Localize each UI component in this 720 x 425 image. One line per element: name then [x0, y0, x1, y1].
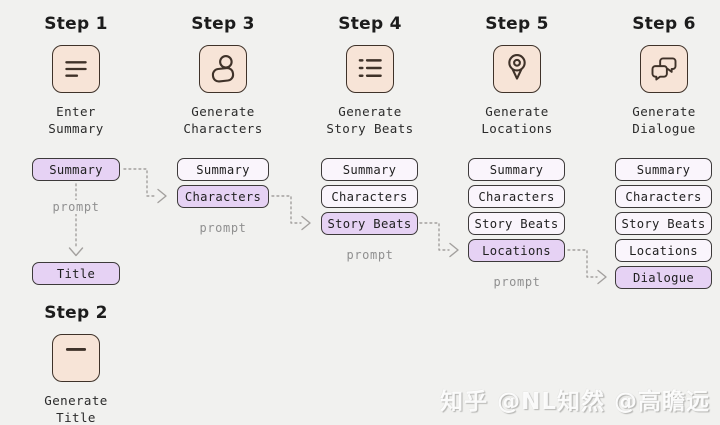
step-title: Step 6 [632, 14, 696, 34]
arrow-head-right-1 [157, 188, 167, 204]
bulleted-list-icon [346, 45, 394, 93]
flow-box-story-beats: Story Beats [468, 212, 565, 235]
arrow-head-right-3 [449, 242, 459, 258]
step-caption: Generate Title [44, 393, 108, 425]
step-title: Step 1 [44, 14, 108, 34]
arrow-characters-to-storybeats [271, 195, 302, 224]
flow-box-locations: Locations [468, 239, 565, 262]
flow-box-characters: Characters [468, 185, 565, 208]
step-2-block: Step 2 Generate Title [11, 301, 141, 425]
step-1-block: Step 1 Enter Summary [11, 12, 141, 137]
step-caption: Generate Locations [481, 104, 553, 136]
zhihu-watermark: 知乎 @NL知然 @高瞻远 [440, 389, 710, 415]
step-6-block: Step 6 Generate Dialogue [599, 12, 720, 137]
prompt-label: prompt [183, 221, 263, 235]
location-pin-icon [493, 45, 541, 93]
flow-box-story-beats: Story Beats [615, 212, 712, 235]
arrow-summary-to-characters [123, 168, 158, 197]
flow-box-locations: Locations [615, 239, 712, 262]
step-title: Step 5 [485, 14, 549, 34]
step-title: Step 2 [44, 303, 108, 323]
arrow-storybeats-to-locations [419, 222, 450, 251]
arrow-locations-to-dialogue [567, 249, 598, 278]
flow-box-summary: Summary [177, 158, 269, 181]
prompt-label: prompt [330, 248, 410, 262]
arrow-head-down-1 [68, 247, 84, 257]
flow-box-summary: Summary [615, 158, 712, 181]
document-text-icon [52, 45, 100, 93]
flow-box-title: Title [32, 262, 120, 285]
flow-box-summary: Summary [468, 158, 565, 181]
step-3-block: Step 3 Generate Characters [158, 12, 288, 137]
step-title: Step 3 [191, 14, 255, 34]
step-caption: Generate Characters [183, 104, 263, 136]
prompt-label: prompt [36, 200, 116, 214]
arrow-head-right-4 [597, 269, 607, 285]
step-title: Step 4 [338, 14, 402, 34]
flow-box-summary: Summary [32, 158, 120, 181]
flow-box-dialogue: Dialogue [615, 266, 712, 289]
step-5-block: Step 5 Generate Locations [452, 12, 582, 137]
step-caption: Generate Dialogue [632, 104, 696, 136]
prompt-label: prompt [477, 275, 557, 289]
arrow-head-right-2 [301, 215, 311, 231]
step-caption: Enter Summary [48, 104, 104, 136]
person-icon [199, 45, 247, 93]
flow-box-summary: Summary [321, 158, 418, 181]
flow-box-characters: Characters [177, 185, 269, 208]
step-4-block: Step 4 Generate Story Beats [305, 12, 435, 137]
title-bar-icon [52, 334, 100, 382]
flow-box-characters: Characters [615, 185, 712, 208]
step-caption: Generate Story Beats [326, 104, 414, 136]
flow-box-story-beats: Story Beats [321, 212, 418, 235]
speech-bubbles-icon [640, 45, 688, 93]
flow-box-characters: Characters [321, 185, 418, 208]
